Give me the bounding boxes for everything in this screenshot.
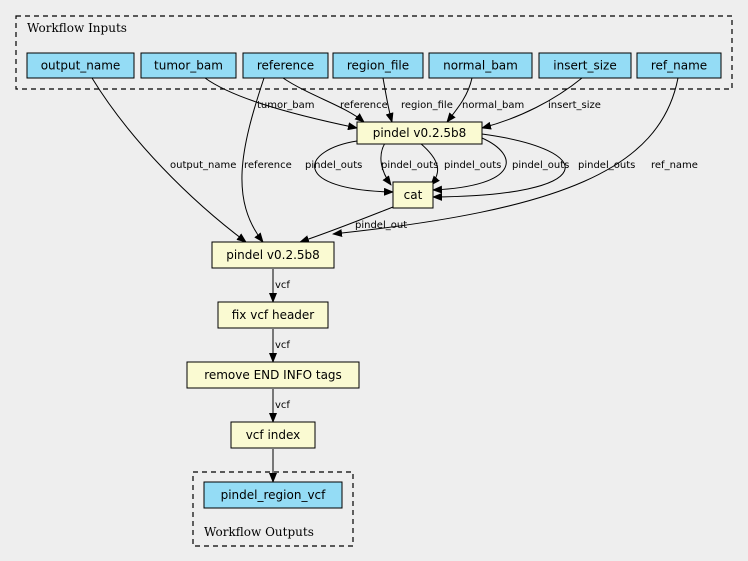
workflow-inputs-label: Workflow Inputs	[27, 21, 127, 35]
node-label: ref_name	[651, 59, 707, 73]
node-label: pindel_region_vcf	[221, 488, 327, 502]
edge-label: vcf	[275, 280, 290, 291]
edge-normal_bam	[446, 77, 473, 123]
edge-label: pindel_outs	[512, 160, 569, 171]
edge-label: output_name	[170, 160, 236, 171]
input-node-region_file[interactable]: region_file	[332, 52, 424, 79]
workflow-outputs-cluster: Workflow Outputs	[192, 471, 354, 547]
step-node-fix-vcf-header[interactable]: fix vcf header	[217, 301, 329, 329]
workflow-outputs-label: Workflow Outputs	[204, 525, 314, 539]
node-label: tumor_bam	[154, 59, 223, 73]
input-node-normal_bam[interactable]: normal_bam	[428, 52, 533, 79]
node-label: reference	[257, 59, 314, 73]
edge-label: pindel_outs	[305, 160, 362, 171]
step-node-pindel-main[interactable]: pindel v0.2.5b8	[211, 241, 335, 269]
step-node-pindel-scatter[interactable]: pindel v0.2.5b8	[356, 121, 483, 145]
node-label: region_file	[347, 59, 409, 73]
edge-label: vcf	[275, 340, 290, 351]
step-node-cat[interactable]: cat	[392, 181, 434, 209]
step-node-remove-end-info-tags[interactable]: remove END INFO tags	[186, 361, 360, 389]
edge-label: insert_size	[548, 100, 601, 111]
edge-label: pindel_outs	[578, 160, 635, 171]
node-label: pindel v0.2.5b8	[226, 248, 320, 262]
edge-tumor_bam	[204, 77, 358, 131]
edge-pindel-outs-2	[380, 142, 392, 186]
edge-pindel-outs-4	[432, 137, 507, 194]
edge-label: pindel_out	[355, 220, 407, 231]
input-node-ref_name[interactable]: ref_name	[636, 52, 722, 79]
edge-region_file	[382, 77, 394, 123]
edge-reference-pindel-scatter	[282, 77, 365, 123]
edge-reference-pindel-main	[241, 77, 265, 243]
input-node-reference[interactable]: reference	[242, 52, 329, 79]
node-label: cat	[404, 188, 423, 202]
edge-pindel-outs-1	[314, 140, 394, 196]
edge-label: tumor_bam	[257, 100, 314, 111]
node-label: normal_bam	[443, 59, 518, 73]
edges	[91, 77, 679, 483]
input-node-tumor_bam[interactable]: tumor_bam	[140, 52, 237, 79]
node-label: remove END INFO tags	[204, 368, 342, 382]
input-node-output_name[interactable]: output_name	[26, 52, 135, 79]
edge-label: pindel_outs	[444, 160, 501, 171]
output-node-pindel_region_vcf[interactable]: pindel_region_vcf	[203, 481, 343, 509]
step-node-vcf-index[interactable]: vcf index	[230, 421, 316, 449]
edge-label: normal_bam	[462, 100, 524, 111]
input-node-insert_size[interactable]: insert_size	[538, 52, 632, 79]
node-label: vcf index	[246, 428, 301, 442]
workflow-inputs-cluster: Workflow Inputs	[15, 15, 733, 90]
edge-labels: tumor_bam reference region_file normal_b…	[170, 100, 698, 411]
node-label: pindel v0.2.5b8	[373, 126, 467, 140]
edge-pindel-outs-5	[432, 133, 566, 201]
edge-output_name	[91, 77, 247, 243]
edge-pindel-out	[299, 206, 394, 243]
edge-label: region_file	[401, 100, 453, 111]
edge-label: reference	[244, 160, 292, 171]
node-label: insert_size	[553, 59, 616, 73]
edge-label: reference	[340, 100, 388, 111]
edge-label: vcf	[275, 400, 290, 411]
node-label: fix vcf header	[232, 308, 315, 322]
edge-insert_size	[481, 77, 583, 130]
node-label: output_name	[41, 59, 121, 73]
edge-label: pindel_outs	[381, 160, 438, 171]
edge-label: ref_name	[651, 160, 698, 171]
edge-ref_name	[332, 77, 679, 238]
